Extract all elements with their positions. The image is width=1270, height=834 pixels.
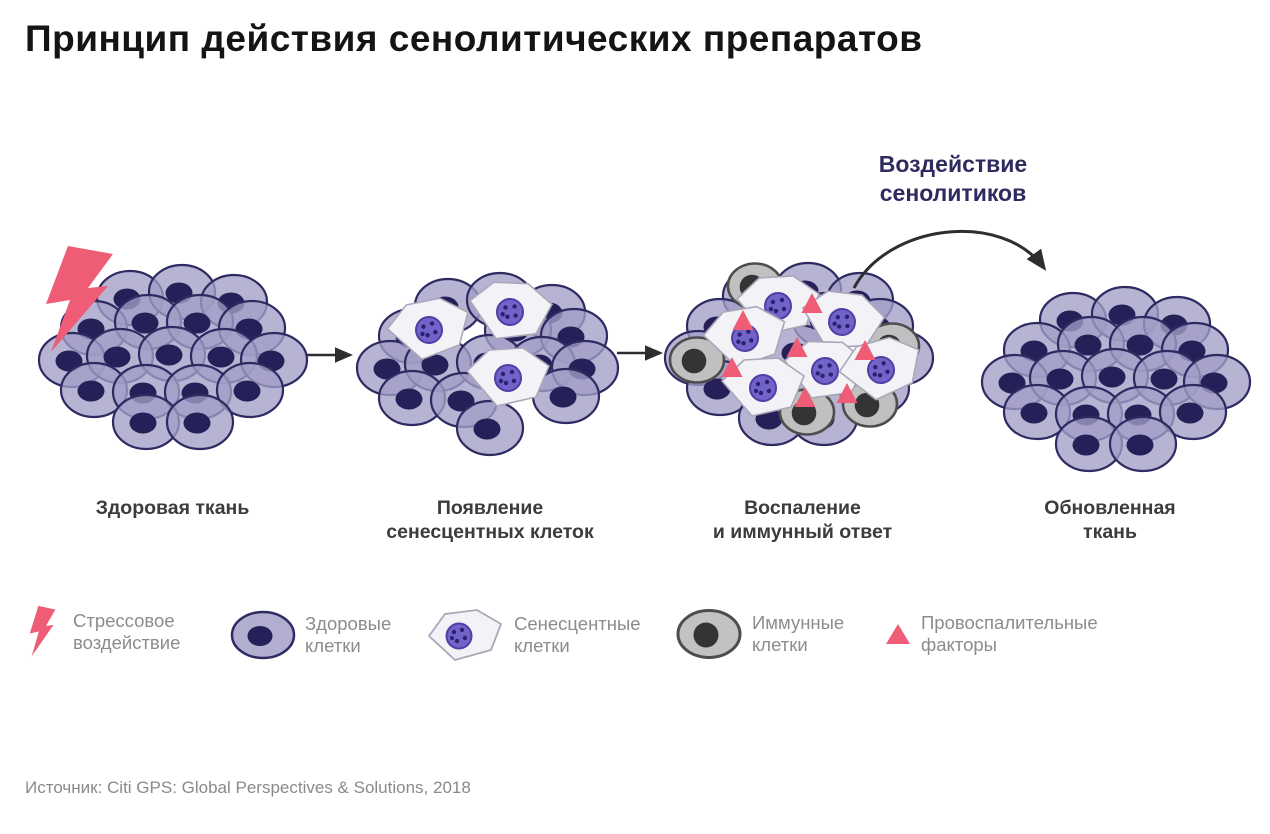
- stage-label-line: сенесцентных клеток: [386, 521, 594, 544]
- page-title: Принцип действия сенолитических препарат…: [25, 18, 923, 59]
- legend-item-stress: Стрессовое воздействие: [26, 604, 180, 660]
- legend-label: Иммунные: [752, 612, 845, 633]
- legend-label: Провоспалительные: [921, 612, 1098, 633]
- immune-cell-icon: [676, 609, 742, 659]
- legend-label: клетки: [752, 634, 808, 655]
- stress-lightning-icon: [46, 246, 113, 352]
- source-note: Источник: Citi GPS: Global Perspectives …: [25, 778, 471, 797]
- cluster-senescent-appearance: [355, 271, 620, 457]
- stage-label-line: Появление: [436, 497, 544, 519]
- stage-label-line: ткань: [1083, 521, 1137, 544]
- inflammatory-triangle: [836, 383, 858, 403]
- senescent-cell: [720, 357, 805, 417]
- senolytics-arrow-label-line: сенолитиков: [879, 180, 1027, 207]
- stage-label-senescent-appearance: Появление сенесцентных клеток: [355, 496, 625, 545]
- senolytics-arrow: [852, 229, 1047, 289]
- inflammatory-triangle: [801, 293, 823, 313]
- stage-label-line: Обновленная: [1044, 497, 1176, 519]
- healthy-cell: [1158, 383, 1228, 441]
- healthy-cell: [455, 399, 525, 457]
- stage-label-healthy-tissue: Здоровая ткань: [40, 496, 305, 520]
- inflammatory-factor-icon: [886, 624, 910, 644]
- legend-item-healthy-cells: Здоровые клетки: [230, 610, 391, 660]
- legend-label: клетки: [514, 635, 570, 656]
- legend-item-immune-cells: Иммунные клетки: [675, 608, 844, 660]
- healthy-cell: [165, 393, 235, 451]
- inflammatory-triangle: [854, 340, 876, 360]
- senescent-cell: [801, 290, 886, 349]
- legend-item-inflammatory-factors: Провоспалительные факторы: [884, 612, 1098, 656]
- legend-item-senescent-cells: Сенесцентные клетки: [425, 606, 641, 664]
- legend-label: Здоровые: [305, 613, 392, 634]
- legend-label: Сенесцентные: [514, 613, 641, 634]
- cluster-renewed-tissue: [980, 285, 1252, 473]
- inflammatory-triangle: [786, 337, 808, 357]
- senolytics-arrow-label: Воздействие сенолитиков: [828, 150, 1078, 209]
- senolytics-arrow-label-line: Воздействие: [878, 151, 1028, 177]
- legend-label: Стрессовое: [73, 610, 175, 631]
- healthy-cell: [1108, 415, 1178, 473]
- legend-label: факторы: [921, 634, 997, 655]
- healthy-cell: [1054, 415, 1124, 473]
- senescent-cell: [702, 305, 786, 368]
- stage-label-line: Здоровая ткань: [95, 497, 250, 519]
- legend-label: воздействие: [73, 632, 181, 653]
- senescent-cell: [386, 297, 469, 361]
- legend-label: клетки: [305, 635, 361, 656]
- stage-label-line: Воспаление: [744, 497, 861, 519]
- healthy-cell: [215, 361, 285, 419]
- inflammatory-triangle: [794, 387, 816, 407]
- senescent-cell: [468, 281, 554, 340]
- healthy-cell-icon: [230, 610, 296, 660]
- lightning-icon: [29, 605, 56, 657]
- healthy-cell: [111, 393, 181, 451]
- senescent-cell-icon: [427, 609, 503, 662]
- immune-cell: [668, 336, 726, 384]
- stage-label-line: и иммунный ответ: [712, 521, 893, 544]
- inflammatory-triangle: [721, 357, 743, 377]
- stage-label-inflammation: Воспаление и иммунный ответ: [665, 496, 940, 545]
- inflammatory-triangle: [732, 310, 754, 330]
- senescent-cell: [465, 347, 550, 407]
- cluster-inflammation: [663, 261, 935, 447]
- stage-label-renewed-tissue: Обновленная ткань: [980, 496, 1240, 545]
